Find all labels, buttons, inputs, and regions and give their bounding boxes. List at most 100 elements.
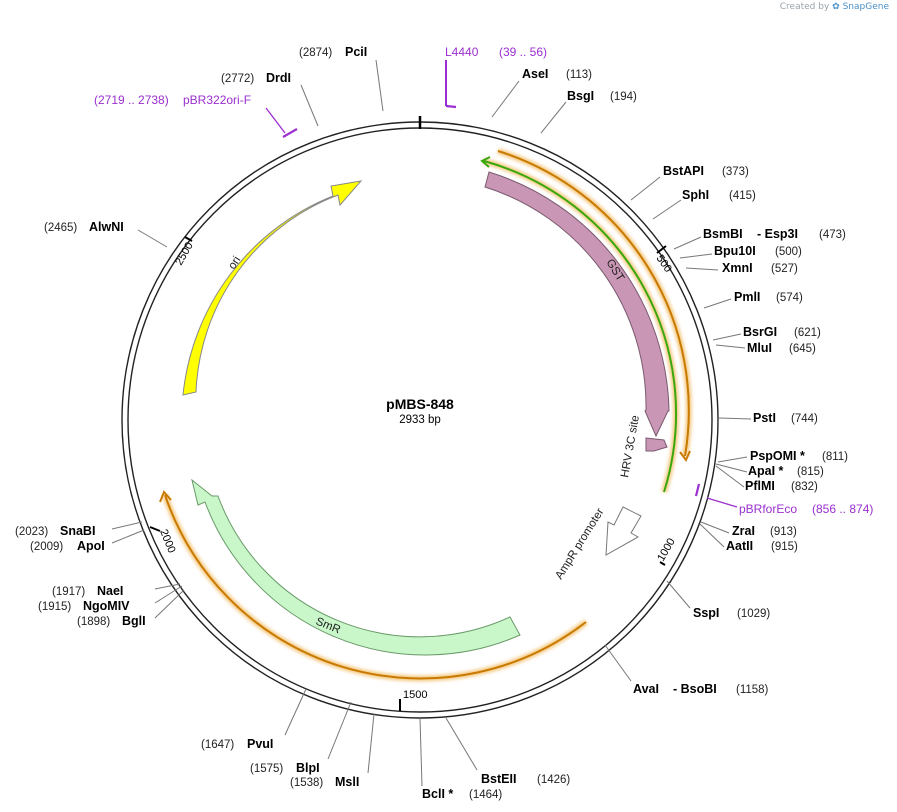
site-alwni[interactable]: (2465) AlwNI: [44, 220, 124, 234]
primer-pbr322ori-f-name: pBR322ori-F: [183, 93, 251, 107]
site-asei[interactable]: AseI (113): [522, 67, 592, 81]
site-apoi[interactable]: (2009) ApoI: [30, 539, 105, 553]
site-ngomiv[interactable]: (1915) NgoMIV: [38, 599, 130, 613]
hrv-3c-label: HRV 3C site: [619, 414, 642, 478]
leader-pflmi: [715, 465, 745, 488]
site-apai[interactable]: ApaI * (815): [748, 464, 824, 478]
site-zrai-pos: (913): [770, 526, 797, 538]
site-bcli[interactable]: BclI * (1464): [422, 787, 502, 801]
leader-apoi: [111, 529, 145, 544]
site-esp3i-name: - Esp3I: [757, 227, 798, 241]
site-pmli-name: PmlI: [734, 290, 760, 304]
site-pspomi-name: PspOMI *: [750, 449, 805, 463]
leader-mlui: [715, 344, 746, 349]
site-psti-name: PstI: [753, 411, 776, 425]
site-pflmi[interactable]: PflMI (832): [745, 479, 818, 493]
site-msli-name: MslI: [335, 775, 359, 789]
site-pspomi[interactable]: PspOMI * (811): [750, 449, 848, 463]
site-pcii-pos: (2874): [299, 47, 332, 59]
site-bcli-name: BclI *: [422, 787, 453, 801]
site-bsrgi-pos: (621): [794, 327, 821, 339]
site-pcii[interactable]: (2874) PciI: [299, 45, 367, 59]
tick-2500-mark: [184, 236, 193, 242]
site-xmni[interactable]: XmnI (527): [722, 261, 798, 275]
site-bsteii-name: BstEII: [481, 772, 516, 786]
site-naei[interactable]: (1917) NaeI: [52, 584, 123, 598]
site-ngomiv-name: NgoMIV: [83, 599, 130, 613]
site-aatii[interactable]: AatII (915): [726, 539, 798, 553]
site-sspi[interactable]: SspI (1029): [693, 606, 770, 620]
leader-msli: [367, 713, 375, 774]
leader-pmli: [703, 298, 732, 309]
site-mlui-pos: (645): [789, 343, 816, 355]
leader-psti: [718, 417, 752, 420]
leader-pcii: [375, 59, 384, 112]
site-alwni-pos: (2465): [44, 222, 77, 234]
site-apoi-name: ApoI: [77, 539, 105, 553]
hrv-3c-arrow: [645, 437, 668, 452]
site-apoi-pos: (2009): [30, 541, 63, 553]
leader-pspomi: [717, 456, 748, 463]
gst-arrow: [484, 171, 670, 438]
leader-sspi: [666, 580, 691, 609]
feature-orange-bottom[interactable]: [159, 490, 588, 682]
site-mlui[interactable]: MluI (645): [747, 341, 816, 355]
site-blpi-name: BlpI: [296, 761, 320, 775]
leader-ngomiv: [154, 585, 183, 604]
site-bsrgi[interactable]: BsrGI (621): [743, 325, 821, 339]
site-naei-pos: (1917): [52, 586, 85, 598]
snapgene-logo-icon: ✿: [832, 2, 840, 12]
primer-pbr322ori-f[interactable]: (2719 .. 2738) pBR322ori-F: [94, 93, 298, 138]
site-bstapi[interactable]: BstAPI (373): [663, 164, 749, 178]
leader-bsmbi: [673, 236, 702, 250]
primer-pbrforeco-name: pBRforEco: [739, 502, 797, 516]
site-bsteii[interactable]: BstEII (1426): [481, 772, 570, 786]
site-bpu10i[interactable]: Bpu10I (500): [714, 244, 802, 258]
site-sphi[interactable]: SphI (415): [682, 188, 756, 202]
site-bsmbi-pos: (473): [819, 229, 846, 241]
site-bpu10i-name: Bpu10I: [714, 244, 756, 258]
site-bgli[interactable]: (1898) BglI: [77, 614, 146, 628]
site-snabi[interactable]: (2023) SnaBI: [15, 524, 95, 538]
smr-arrow: [191, 478, 521, 656]
site-pmli[interactable]: PmlI (574): [734, 290, 803, 304]
plasmid-name: pMBS-848: [386, 396, 454, 412]
site-bgli-pos: (1898): [77, 616, 110, 628]
feature-orange-top[interactable]: [497, 148, 692, 462]
leader-bcli: [419, 717, 423, 787]
feature-smr[interactable]: SmR: [191, 478, 521, 656]
site-blpi-pos: (1575): [250, 763, 283, 775]
leader-xmni: [685, 267, 719, 271]
site-bcli-pos: (1464): [469, 789, 502, 801]
primer-l4440[interactable]: L4440 (39 .. 56): [445, 45, 547, 109]
plasmid-size: 2933 bp: [399, 414, 441, 426]
site-zrai[interactable]: ZraI (913): [732, 524, 797, 538]
site-pvui[interactable]: (1647) PvuI: [201, 737, 273, 751]
ampr-promoter-label: AmpR promoter: [553, 506, 606, 581]
leader-bgli: [154, 589, 185, 619]
site-bsmbi[interactable]: BsmBI - Esp3I (473): [703, 227, 846, 241]
site-avai[interactable]: AvaI - BsoBI (1158): [633, 682, 769, 696]
site-mlui-name: MluI: [747, 341, 772, 355]
leader-pvui: [284, 688, 307, 736]
feature-ori[interactable]: ori: [182, 180, 363, 396]
tick-1000: 1000: [655, 536, 678, 563]
primer-pbrforeco[interactable]: pBRforEco (856 .. 874): [694, 483, 873, 516]
site-sphi-name: SphI: [682, 188, 709, 202]
tick-1500: 1500: [403, 689, 427, 701]
feature-ampr-promoter[interactable]: AmpR promoter: [553, 506, 642, 582]
site-bsgi[interactable]: BsgI (194): [567, 89, 637, 103]
site-bsgi-name: BsgI: [567, 89, 594, 103]
primer-pbr322ori-f-mark: [282, 128, 298, 138]
site-msli[interactable]: (1538) MslI: [290, 775, 359, 789]
site-psti[interactable]: PstI (744): [753, 411, 818, 425]
feature-green-arc[interactable]: [480, 156, 680, 493]
site-drdi[interactable]: (2772) DrdI: [221, 71, 291, 85]
leader-zrai: [700, 521, 730, 534]
site-blpi[interactable]: (1575) BlpI: [250, 761, 320, 775]
site-asei-name: AseI: [522, 67, 548, 81]
ori-label: ori: [226, 254, 243, 271]
site-xmni-pos: (527): [771, 263, 798, 275]
leader-bpu10i: [679, 253, 713, 259]
site-leaders: [111, 59, 752, 787]
